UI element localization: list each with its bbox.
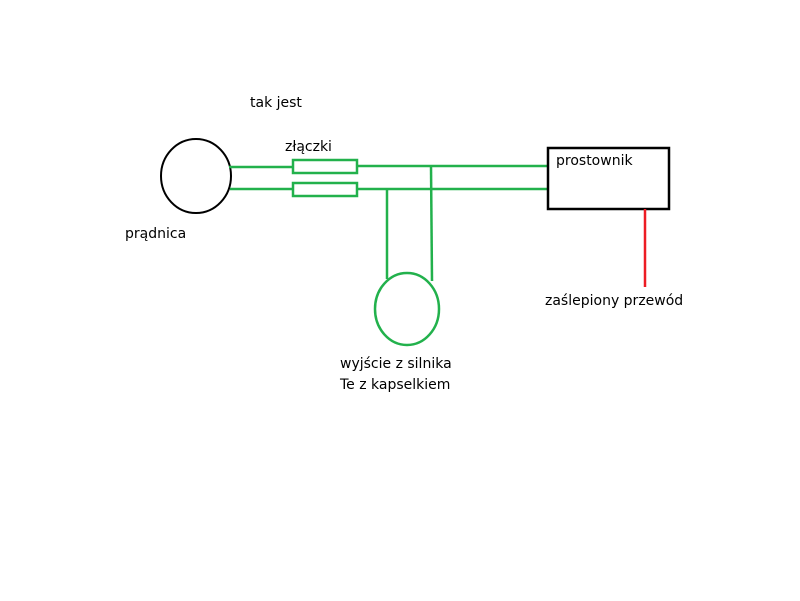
rectifier-label: prostownik (556, 153, 633, 169)
connector-top (291, 158, 359, 175)
engine-output-label: wyjście z silnika (340, 356, 452, 372)
title-label: tak jest (250, 95, 302, 111)
tee-cap-label: Te z kapselkiem (340, 377, 451, 393)
connectors-label: złączki (285, 139, 332, 155)
wire-tee-right (429, 165, 434, 282)
blocked-wire-label: zaślepiony przewód (545, 293, 684, 309)
generator-label: prądnica (125, 226, 187, 242)
engine-output-circle (373, 271, 441, 347)
connector-bottom (291, 181, 359, 198)
generator-circle (160, 138, 232, 214)
rectifier-box (546, 146, 671, 211)
